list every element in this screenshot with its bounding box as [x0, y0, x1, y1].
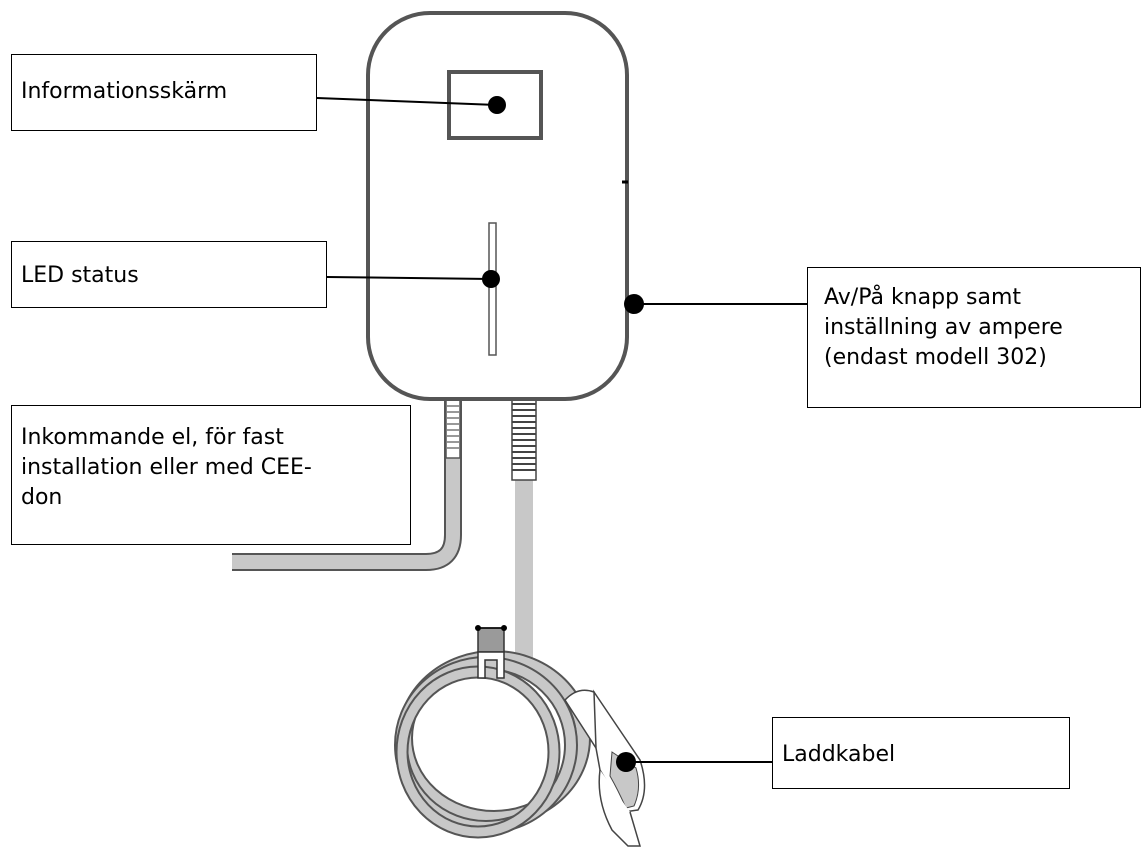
charging-cable [507, 387, 541, 665]
led-status-bar [488, 222, 497, 356]
cable-leader-dot [616, 752, 636, 772]
label-power-button-line-3: (endast modell 302) [824, 345, 1047, 370]
leader-lines [316, 96, 807, 772]
led-leader-dot [482, 270, 500, 288]
wallbox-housing [366, 11, 629, 401]
label-incoming-power-line-1: Inkommande el, för fast [21, 425, 284, 450]
label-incoming-power-line-3: don [21, 485, 63, 510]
label-power-button: Av/På knapp samt inställning av ampere (… [807, 267, 1141, 408]
cable-coil [394, 650, 591, 839]
label-power-button-line-1: Av/På knapp samt [824, 285, 1022, 310]
incoming-power-cable [232, 385, 464, 571]
cable-holder [475, 625, 507, 679]
label-information-screen-text: Informationsskärm [21, 79, 228, 104]
label-led-status: LED status [11, 241, 327, 308]
label-incoming-power: Inkommande el, för fast installation ell… [11, 405, 411, 545]
label-charging-cable-text: Laddkabel [782, 742, 896, 767]
screen-leader-dot [488, 96, 506, 114]
label-led-status-text: LED status [21, 263, 139, 288]
label-information-screen: Informationsskärm [11, 54, 317, 131]
label-incoming-power-line-2: installation eller med CEE- [21, 455, 312, 480]
label-charging-cable: Laddkabel [772, 717, 1070, 789]
button-leader-dot [624, 294, 644, 314]
label-power-button-line-2: inställning av ampere [824, 315, 1063, 340]
